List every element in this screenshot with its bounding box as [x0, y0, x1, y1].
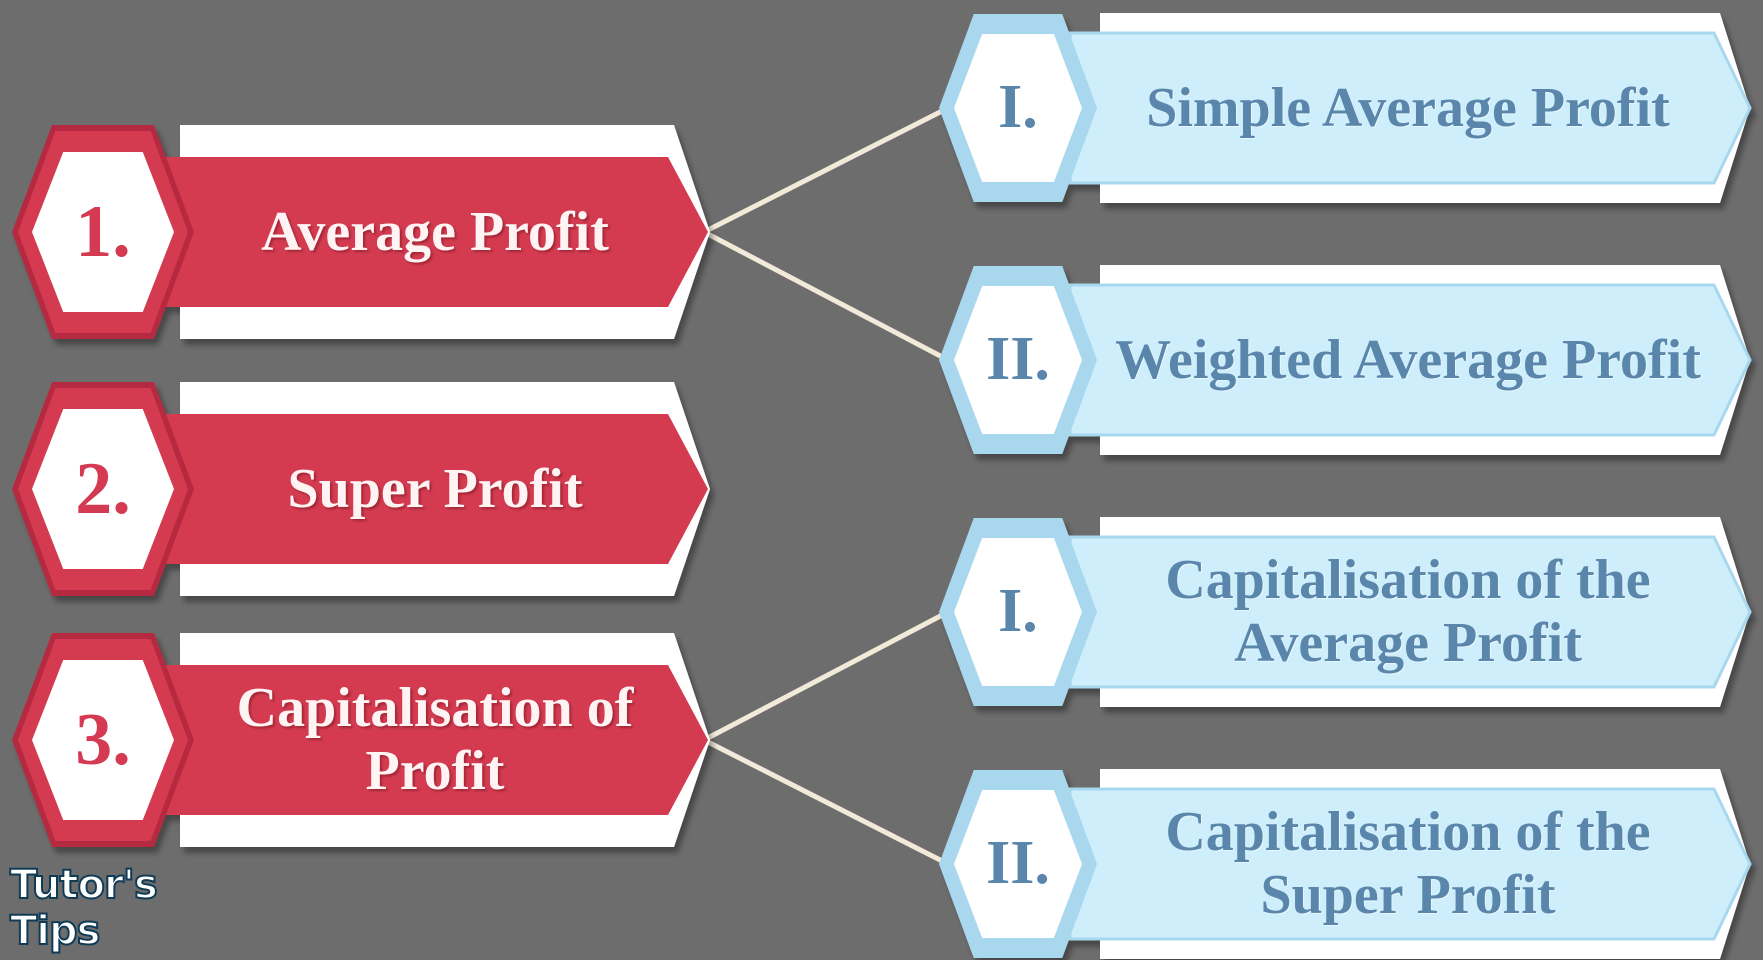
main-banner [160, 414, 708, 564]
connector-line [702, 105, 950, 235]
main-number-hex [32, 409, 174, 569]
sub-number-hex [954, 790, 1082, 938]
sub-banner [1068, 283, 1752, 437]
sub-banner [1068, 535, 1752, 689]
sub-number-hex [954, 34, 1082, 182]
main-item [12, 382, 710, 596]
main-banner [160, 157, 708, 307]
sub-item [939, 769, 1752, 959]
sub-banner [1068, 787, 1752, 941]
connector-lines [702, 105, 950, 867]
sub-banner [1068, 31, 1752, 185]
connector-line [702, 737, 950, 867]
connector-line [702, 229, 950, 363]
sub-item [939, 13, 1752, 203]
main-number-hex [32, 152, 174, 312]
sub-item [939, 517, 1752, 707]
main-item [12, 633, 710, 847]
main-number-hex [32, 660, 174, 820]
diagram-shapes [12, 13, 1752, 959]
main-banner [160, 665, 708, 815]
sub-number-hex [954, 538, 1082, 686]
connector-line [702, 609, 950, 743]
sub-number-hex [954, 286, 1082, 434]
sub-item [939, 265, 1752, 455]
main-item [12, 125, 710, 339]
